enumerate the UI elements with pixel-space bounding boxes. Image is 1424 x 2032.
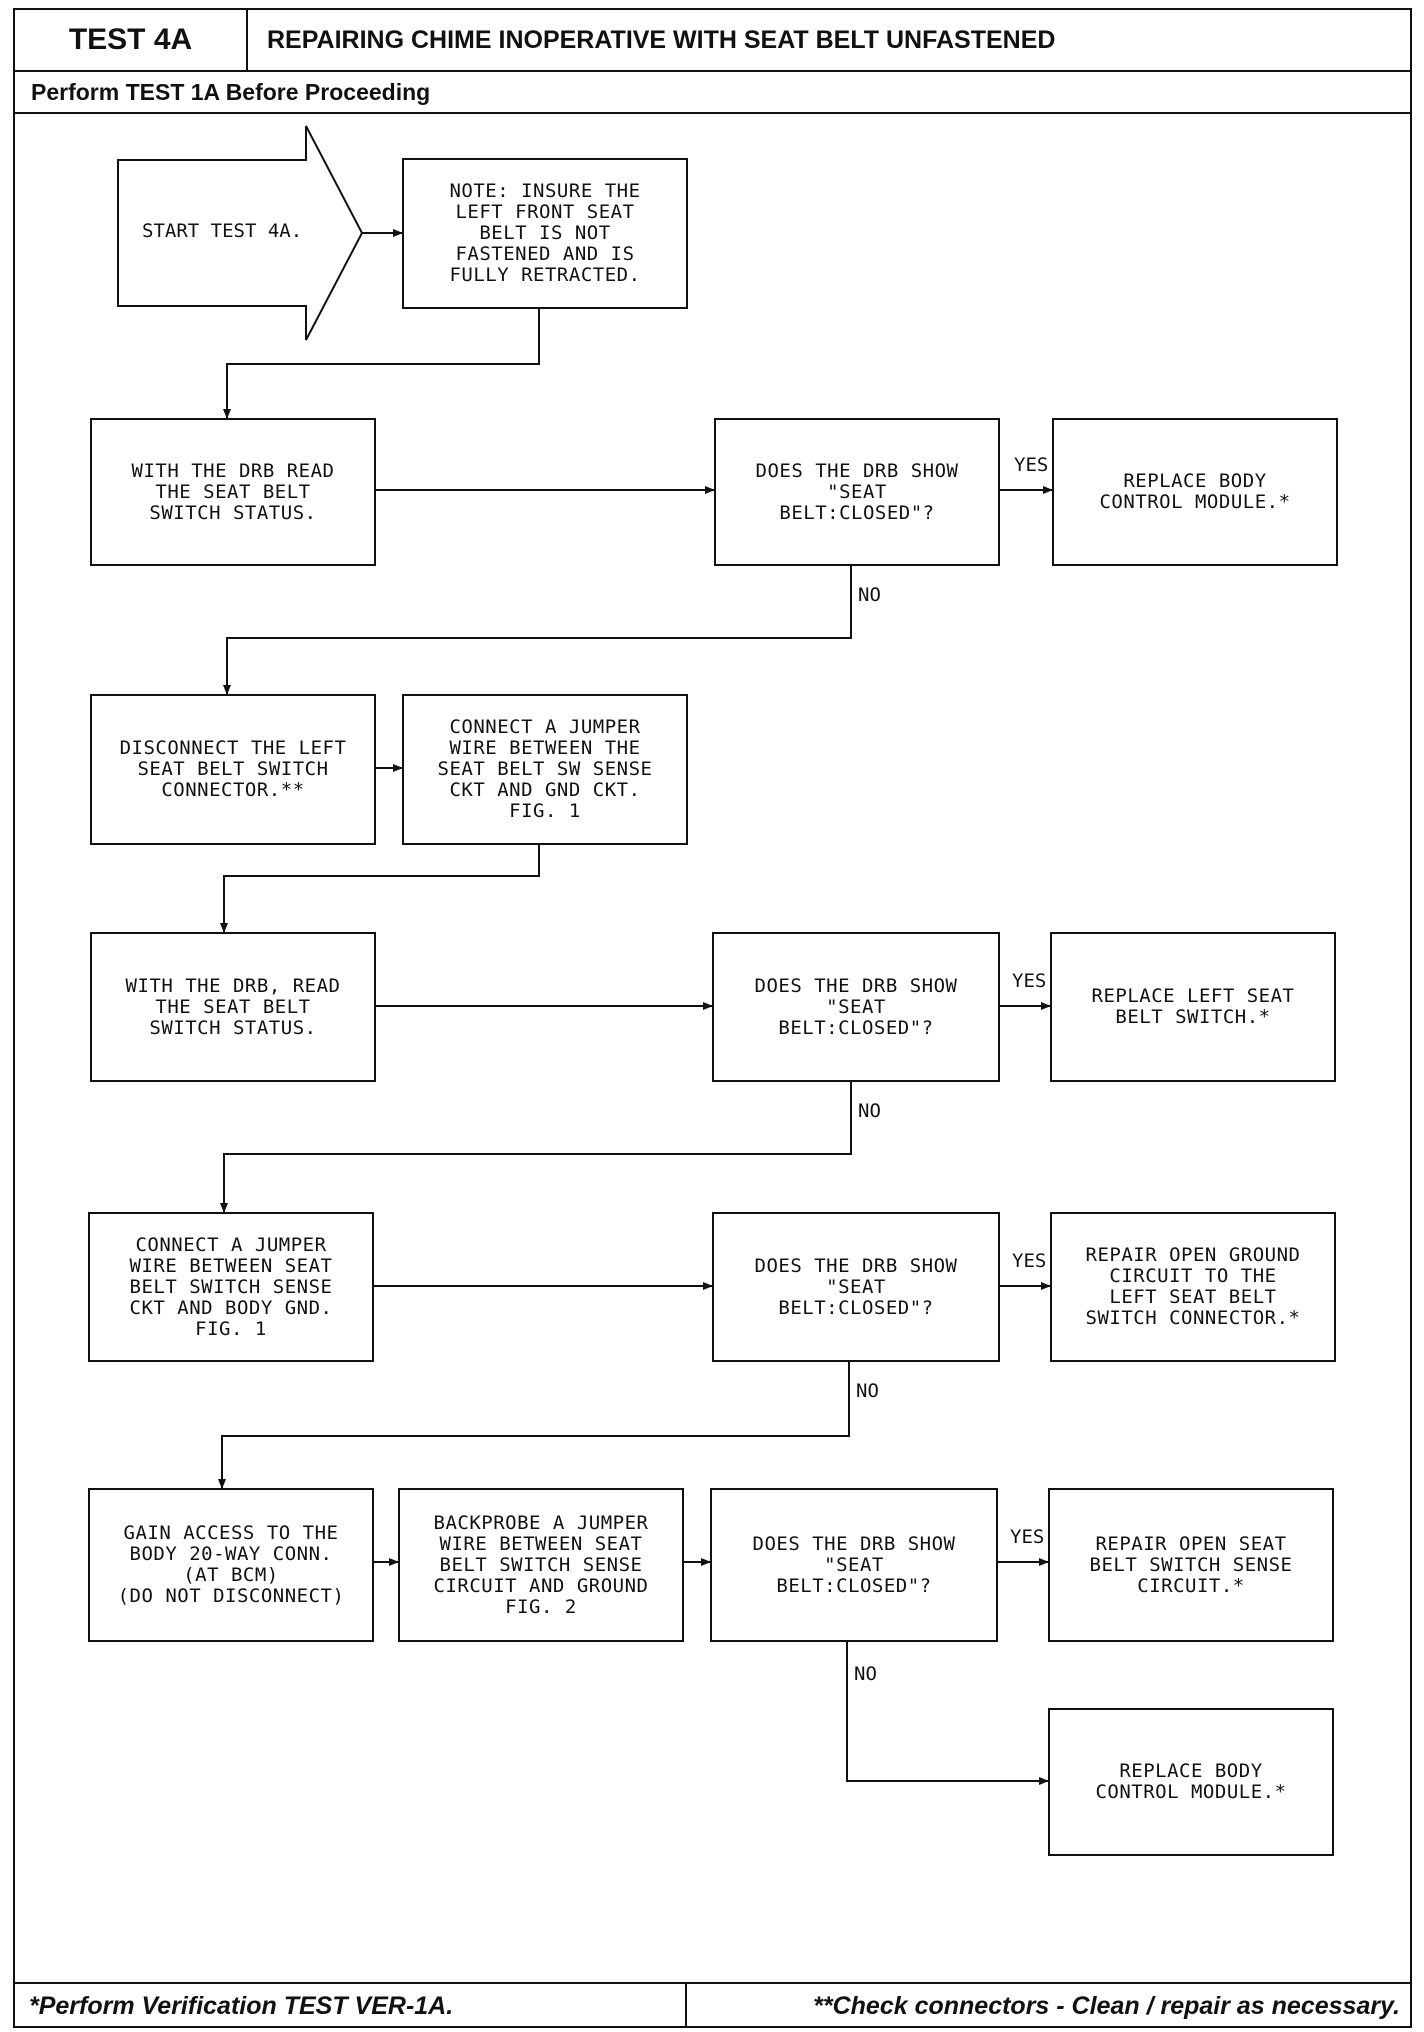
result-repair-ground-box: REPAIR OPEN GROUND CIRCUIT TO THE LEFT S… [1050,1212,1336,1362]
start-test-label: START TEST 4A. [142,220,303,242]
yes-label-1: YES [1014,454,1049,476]
flowchart-sheet: TEST 4A REPAIRING CHIME INOPERATIVE WITH… [13,8,1412,2028]
result-repair-ground-text: REPAIR OPEN GROUND CIRCUIT TO THE LEFT S… [1085,1244,1301,1329]
connector-q3-no [218,1362,850,1489]
read-status-text-1: WITH THE DRB READ THE SEAT BELT SWITCH S… [131,459,335,524]
jumper-wire-box-2: CONNECT A JUMPER WIRE BETWEEN SEAT BELT … [88,1212,374,1362]
jumper-wire-box-1: CONNECT A JUMPER WIRE BETWEEN THE SEAT B… [402,694,688,845]
read-status-box-2: WITH THE DRB, READ THE SEAT BELT SWITCH … [90,932,376,1082]
decision-box-2: DOES THE DRB SHOW "SEAT BELT:CLOSED"? [712,932,1000,1082]
result-replace-bcm-text: REPLACE BODY CONTROL MODULE.* [1099,470,1291,513]
result-replace-bcm-box-2: REPLACE BODY CONTROL MODULE.* [1048,1708,1334,1856]
yes-label-3: YES [1012,1250,1047,1272]
header-bar: TEST 4A REPAIRING CHIME INOPERATIVE WITH… [15,10,1410,72]
result-replace-switch-box: REPLACE LEFT SEAT BELT SWITCH.* [1050,932,1336,1082]
yes-label-2: YES [1012,970,1047,992]
footer-connector-note: **Check connectors - Clean / repair as n… [813,1991,1400,2020]
read-status-box-1: WITH THE DRB READ THE SEAT BELT SWITCH S… [90,418,376,566]
gain-access-box: GAIN ACCESS TO THE BODY 20-WAY CONN. (AT… [88,1488,374,1642]
backprobe-text: BACKPROBE A JUMPER WIRE BETWEEN SEAT BEL… [433,1511,649,1618]
decision-text-4: DOES THE DRB SHOW "SEAT BELT:CLOSED"? [752,1532,956,1597]
decision-text-3: DOES THE DRB SHOW "SEAT BELT:CLOSED"? [754,1254,958,1319]
gain-access-text: GAIN ACCESS TO THE BODY 20-WAY CONN. (AT… [117,1522,345,1607]
no-label-4: NO [854,1663,877,1685]
connector-jumper1-read2 [220,845,540,933]
yes-label-4: YES [1010,1526,1045,1548]
decision-text-1: DOES THE DRB SHOW "SEAT BELT:CLOSED"? [755,459,959,524]
connector-q2-no [220,1082,852,1213]
backprobe-box: BACKPROBE A JUMPER WIRE BETWEEN SEAT BEL… [398,1488,684,1642]
jumper-wire-text-2: CONNECT A JUMPER WIRE BETWEEN SEAT BELT … [129,1233,333,1340]
footer-bar: *Perform Verification TEST VER-1A. **Che… [15,1982,1410,2028]
start-arrow-shape [117,125,364,341]
footer-divider [685,1984,687,2028]
connector-note-read1 [223,309,540,419]
no-label-2: NO [858,1100,881,1122]
note-box: NOTE: INSURE THE LEFT FRONT SEAT BELT IS… [402,158,688,309]
result-replace-switch-text: REPLACE LEFT SEAT BELT SWITCH.* [1091,985,1295,1028]
test-title: REPAIRING CHIME INOPERATIVE WITH SEAT BE… [267,25,1056,54]
read-status-text-2: WITH THE DRB, READ THE SEAT BELT SWITCH … [125,974,341,1039]
result-replace-bcm-text-2: REPLACE BODY CONTROL MODULE.* [1095,1760,1287,1803]
disconnect-connector-text: DISCONNECT THE LEFT SEAT BELT SWITCH CON… [119,737,347,801]
jumper-wire-text-1: CONNECT A JUMPER WIRE BETWEEN THE SEAT B… [437,716,653,822]
result-replace-bcm-box: REPLACE BODY CONTROL MODULE.* [1052,418,1338,566]
decision-box-3: DOES THE DRB SHOW "SEAT BELT:CLOSED"? [712,1212,1000,1362]
connector-q4-no [846,1642,1049,1785]
note-text: NOTE: INSURE THE LEFT FRONT SEAT BELT IS… [449,180,641,286]
result-repair-sense-box: REPAIR OPEN SEAT BELT SWITCH SENSE CIRCU… [1048,1488,1334,1642]
connector-q1-no [223,565,852,695]
no-label-1: NO [858,584,881,606]
prerequisite-note: Perform TEST 1A Before Proceeding [15,72,1410,114]
decision-box-4: DOES THE DRB SHOW "SEAT BELT:CLOSED"? [710,1488,998,1642]
no-label-3: NO [856,1380,879,1402]
footer-verification-note: *Perform Verification TEST VER-1A. [29,1991,454,2020]
disconnect-connector-box: DISCONNECT THE LEFT SEAT BELT SWITCH CON… [90,694,376,845]
result-repair-sense-text: REPAIR OPEN SEAT BELT SWITCH SENSE CIRCU… [1089,1532,1293,1597]
test-id: TEST 4A [15,10,248,70]
decision-box-1: DOES THE DRB SHOW "SEAT BELT:CLOSED"? [714,418,1000,566]
decision-text-2: DOES THE DRB SHOW "SEAT BELT:CLOSED"? [754,974,958,1039]
